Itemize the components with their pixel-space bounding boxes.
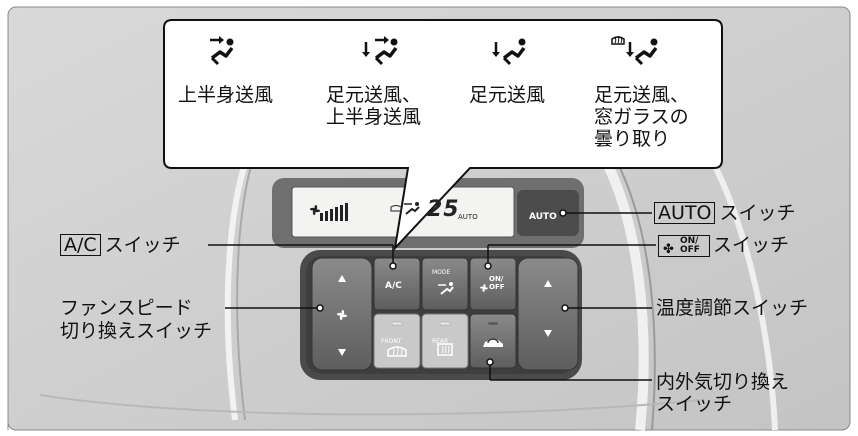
mode-label-feet-upper-2: 上半身送風 [326, 106, 422, 128]
recirc-switch-label-2: スイッチ [656, 393, 733, 415]
fan-down-arrow-icon [338, 349, 346, 356]
fan-level-bars [320, 203, 348, 221]
mode-airflow-icon [438, 282, 454, 295]
recirculation-car-icon [483, 338, 503, 347]
fan-speed-label-2: 切り換えスイッチ [60, 320, 213, 342]
fan-speed-label-1: ファンスピード [60, 297, 193, 319]
onoff-fan-glyph-icon: ✤ [663, 241, 674, 257]
ac-button[interactable] [373, 257, 421, 311]
temp-up-arrow-icon [544, 280, 552, 287]
leader-dots [316, 209, 569, 366]
mode-label-feet-defrost-3: 曇り取り [594, 128, 671, 150]
auto-switch-text: スイッチ [719, 202, 796, 224]
auto-button-label: AUTO [529, 212, 557, 222]
rear-button-label: REAR [432, 338, 449, 345]
feet-airflow-icon [492, 38, 526, 66]
onoff-button-top: ON/ [489, 275, 504, 283]
onoff-switch-label: ✤ ON/ OFF スイッチ [658, 234, 789, 257]
mode-label-feet-upper-1: 足元送風、 [326, 84, 422, 106]
feet-defrost-airflow-icon [611, 35, 658, 66]
mode-callout-bubble [163, 19, 723, 252]
upper-body-airflow-icon [210, 36, 234, 66]
front-button-label: FRONT [381, 338, 402, 345]
onoff-key-top: ON/ [680, 235, 699, 246]
lcd-auto-indicator: AUTO [458, 213, 478, 221]
front-defrost-button[interactable] [373, 313, 421, 369]
recirc-switch-label-1: 内外気切り換え [656, 371, 790, 393]
mode-label-feet: 足元送風 [469, 84, 546, 106]
onoff-switch-key: ✤ ON/ OFF [658, 234, 710, 257]
rear-defrost-icon [437, 343, 453, 356]
onoff-button-bottom: OFF [489, 283, 505, 291]
onoff-key-bottom: OFF [680, 244, 700, 255]
lcd-defrost-icon [390, 205, 402, 212]
fan-up-arrow-icon [338, 275, 346, 282]
ac-switch-text: スイッチ [104, 234, 181, 256]
lcd-mode-icon [404, 202, 420, 215]
mode-label-feet-defrost-2: 窓ガラスの [594, 106, 689, 128]
temp-switch-label: 温度調節スイッチ [656, 297, 809, 319]
mode-label-upper: 上半身送風 [178, 84, 274, 106]
temperature-switch[interactable] [517, 257, 579, 371]
ac-button-label: A/C [385, 281, 402, 291]
onoff-switch-text: スイッチ [713, 234, 790, 256]
mode-label-feet-defrost-1: 足元送風、 [594, 84, 690, 106]
onoff-fan-icon [480, 284, 488, 292]
fan-icon [336, 309, 348, 321]
mode-button[interactable] [421, 257, 469, 311]
onoff-button[interactable] [469, 257, 517, 311]
feet-upper-body-airflow-icon [362, 36, 398, 66]
leader-lines [208, 212, 656, 381]
lcd-temperature: 25 [427, 197, 460, 222]
ac-switch-key: A/C [60, 234, 101, 256]
rear-defrost-button[interactable] [421, 313, 469, 369]
lcd-fan-icon [309, 204, 321, 216]
auto-switch-key: AUTO [654, 202, 716, 224]
mode-button-label: MODE [432, 269, 451, 276]
temp-down-arrow-icon [544, 330, 552, 337]
auto-button[interactable] [517, 190, 579, 236]
front-defrost-icon [387, 345, 407, 357]
